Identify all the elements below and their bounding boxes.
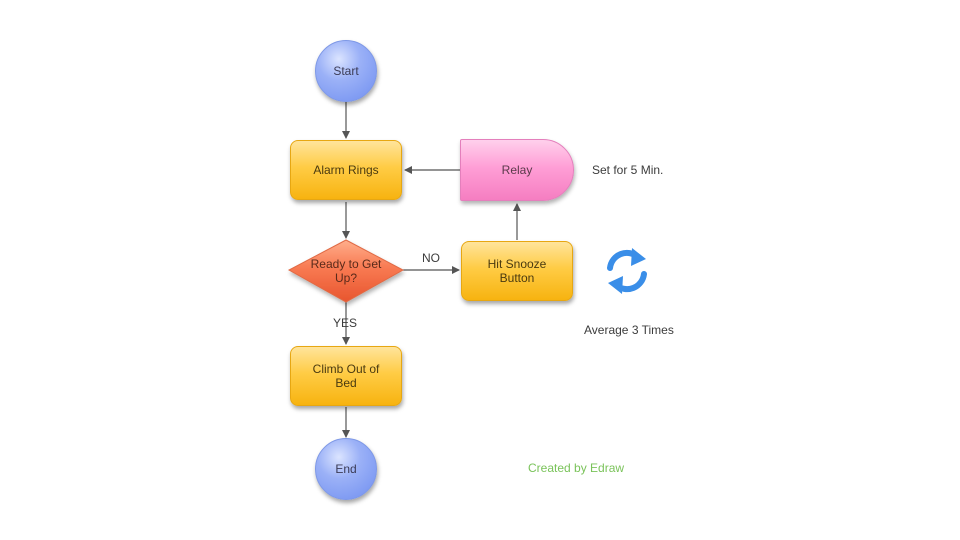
relay-label: Relay [501,163,533,177]
credit-text: Created by Edraw [528,461,625,475]
refresh-icon [607,248,647,294]
edge-label-yes: YES [333,316,358,330]
decision-label-line-2: Up? [334,271,357,285]
climb-out-node: Climb Out of Bed [290,346,402,406]
repeat-note: Average 3 Times [584,323,674,337]
alarm-rings-label: Alarm Rings [313,163,379,177]
end-label: End [335,462,357,476]
start-label: Start [333,64,359,78]
start-node: Start [315,40,377,102]
relay-note: Set for 5 Min. [592,163,664,177]
climb-out-label: Climb Out of Bed [312,362,380,390]
relay-node: Relay [460,139,574,201]
decision-diamond [287,239,405,303]
snooze-label: Hit Snooze Button [487,257,547,285]
snooze-node: Hit Snooze Button [461,241,573,301]
decision-label: Ready to Get Up? [291,257,401,285]
alarm-rings-node: Alarm Rings [290,140,402,200]
decision-label-line-1: Ready to Get [310,257,382,271]
end-node: End [315,438,377,500]
edge-label-no: NO [422,251,440,265]
